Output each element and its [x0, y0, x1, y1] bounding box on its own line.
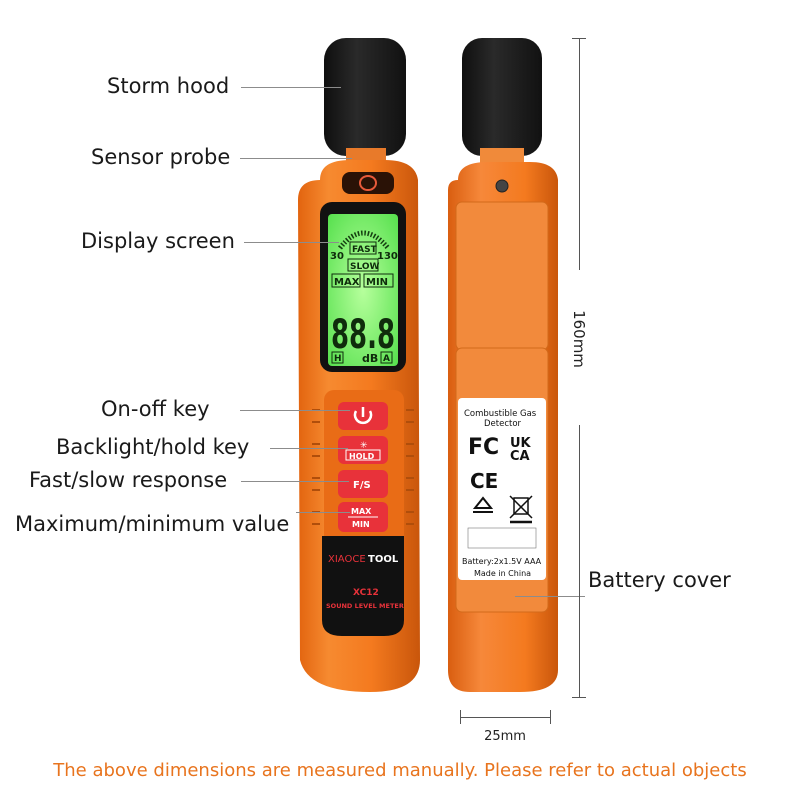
leader-max-min — [296, 512, 350, 513]
leader-storm-hood — [241, 87, 341, 88]
battery-spec: Battery:2x1.5V AAA — [462, 557, 542, 566]
lcd-hold-box — [331, 351, 344, 364]
width-tick-left — [460, 710, 461, 724]
label-fast-slow: Fast/slow response — [29, 468, 228, 492]
lcd-slow-box — [347, 258, 379, 272]
leader-fast-slow — [241, 481, 349, 482]
lcd-max: MAX — [334, 277, 360, 288]
lcd-range-high: 130 — [377, 251, 398, 262]
leader-sensor-probe — [240, 158, 352, 159]
top-screw — [495, 179, 509, 193]
storm-hood — [324, 38, 406, 156]
lcd-min-box — [363, 273, 394, 288]
ukca-mark-top: UK — [510, 436, 532, 451]
label-display-screen: Display screen — [81, 229, 235, 253]
label-qr-area — [467, 527, 537, 549]
height-dimension-line-top — [579, 38, 580, 270]
btn-min-label: MIN — [352, 520, 370, 529]
width-tick-right — [550, 710, 551, 724]
label-max-min: Maximum/minimum value — [15, 512, 290, 536]
lcd-slow: SLOW — [350, 262, 380, 272]
lcd-unit: dB — [362, 352, 378, 365]
front-device: 30 130 FAST SLOW MAX MIN 88.8 H dB A ✳ H… — [298, 38, 420, 692]
label-on-off-key: On-off key — [101, 397, 210, 421]
backlight-icon: ✳ — [360, 441, 368, 451]
model-number: XC12 — [353, 588, 379, 598]
fast-slow-button[interactable]: F/S — [338, 470, 388, 498]
leader-backlight-hold-key — [270, 448, 348, 449]
sensor-icon — [359, 175, 377, 191]
lcd-screen — [328, 214, 398, 366]
brand-prefix: XIAOCE — [328, 554, 366, 565]
lcd-fast-box — [349, 241, 377, 255]
width-dimension-line — [460, 717, 550, 718]
back-label — [458, 398, 546, 580]
power-icon — [353, 407, 373, 425]
height-tick-top — [572, 38, 586, 39]
ce-mark: CE — [470, 469, 498, 493]
back-upper-panel — [455, 201, 549, 351]
sensor-window — [342, 172, 394, 194]
label-storm-hood: Storm hood — [107, 74, 230, 98]
made-in: Made in China — [474, 569, 531, 578]
disclaimer-footer: The above dimensions are measured manual… — [53, 760, 747, 781]
fs-label: F/S — [353, 480, 371, 491]
lcd-min: MIN — [366, 277, 388, 288]
label-battery-cover: Battery cover — [588, 568, 731, 592]
width-dimension-label: 25mm — [484, 729, 526, 744]
label-backlight-hold-key: Backlight/hold key — [56, 435, 250, 459]
hold-label: HOLD — [349, 452, 375, 461]
height-dimension-line-bottom — [579, 425, 580, 697]
brand-plate — [322, 536, 404, 636]
leader-on-off-key — [240, 410, 350, 411]
height-tick-bottom — [572, 697, 586, 698]
leader-battery-cover — [515, 596, 585, 597]
lcd-fast: FAST — [352, 245, 378, 255]
btn-max-label: MAX — [351, 507, 372, 516]
max-min-button[interactable]: MAX MIN — [338, 502, 388, 532]
back-storm-hood — [462, 38, 542, 156]
lcd-range-low: 30 — [330, 251, 344, 262]
lcd-weight-box — [380, 351, 393, 364]
label-title-1: Combustible Gas — [464, 409, 537, 419]
lcd-weighting: A — [383, 354, 390, 364]
side-grips — [312, 409, 414, 525]
label-title-2: Detector — [484, 419, 522, 429]
recycle-icon — [472, 496, 494, 513]
lcd-max-box — [331, 273, 361, 288]
back-device: Combustible Gas Detector FC UK CA CE Bat… — [448, 38, 558, 692]
ukca-mark-bottom: CA — [510, 449, 530, 464]
height-dimension-label: 160mm — [570, 310, 588, 368]
lcd-hold-indicator: H — [334, 354, 342, 364]
leader-display-screen — [244, 242, 339, 243]
weee-bin-icon — [509, 495, 533, 524]
product-name: SOUND LEVEL METER — [326, 602, 404, 610]
power-button[interactable] — [338, 402, 388, 430]
label-sensor-probe: Sensor probe — [91, 145, 231, 169]
backlight-hold-button[interactable]: ✳ HOLD — [338, 436, 388, 464]
brand-suffix: TOOL — [368, 554, 399, 565]
lcd-reading: 88.8 — [331, 312, 395, 358]
fcc-mark: FC — [468, 435, 499, 460]
